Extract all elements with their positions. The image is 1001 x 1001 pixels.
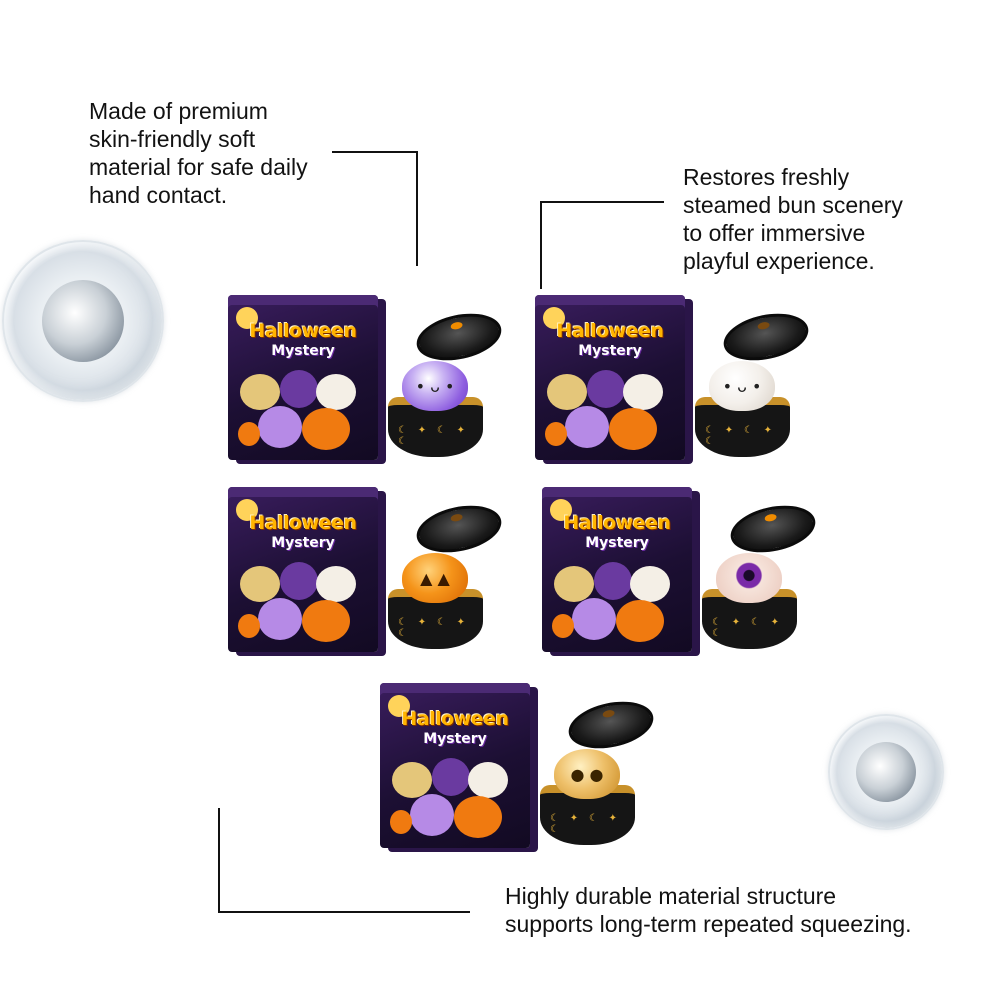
callout-line: steamed bun scenery xyxy=(683,192,903,218)
callout-line: Made of premium xyxy=(89,98,268,124)
box-title: Halloween xyxy=(249,320,357,342)
callout-line: skin-friendly soft xyxy=(89,126,256,152)
leader-line-horizontal xyxy=(218,911,470,913)
box-subtitle: Mystery xyxy=(578,343,642,359)
leader-line-vertical xyxy=(416,151,418,266)
mystery-box: Halloween Mystery xyxy=(228,295,378,460)
product-white-bun: Halloween Mystery • ᴗ • ☾ ✦ ☾ ✦ ☾ xyxy=(535,295,813,465)
steamer-lid-icon xyxy=(726,498,820,560)
box-title: Halloween xyxy=(563,512,671,534)
product-eyeball-bun: Halloween Mystery ☾ ✦ ☾ ✦ ☾ xyxy=(542,487,820,657)
callout-steamed-bun: Restores freshly steamed bun scenery to … xyxy=(683,163,903,275)
steamer-basket: ▲ ▲ ☾ ✦ ☾ ✦ ☾ xyxy=(388,553,483,649)
box-title: Halloween xyxy=(249,512,357,534)
callout-line: supports long-term repeated squeezing. xyxy=(505,911,912,937)
moon-icon xyxy=(388,695,410,717)
callout-line: hand contact. xyxy=(89,182,228,208)
steamer-lid-icon xyxy=(564,694,658,756)
callout-line: to offer immersive xyxy=(683,220,866,246)
glass-ball-icon xyxy=(828,714,944,830)
steamer-lid-icon xyxy=(412,498,506,560)
steamer-basket: ● ● ☾ ✦ ☾ ✦ ☾ xyxy=(540,749,635,845)
product-purple-bun: Halloween Mystery • ᴗ • ☾ ✦ ☾ ✦ ☾ xyxy=(228,295,506,465)
eyeball-bun-icon xyxy=(716,553,782,603)
purple-ghost-bun-icon: • ᴗ • xyxy=(402,361,468,411)
leader-line-horizontal xyxy=(540,201,664,203)
box-subtitle: Mystery xyxy=(271,535,335,551)
box-subtitle: Mystery xyxy=(585,535,649,551)
steamer-lid-icon xyxy=(719,306,813,368)
golden-skull-bun-icon: ● ● xyxy=(554,749,620,799)
leader-line-horizontal xyxy=(332,151,418,153)
box-subtitle: Mystery xyxy=(271,343,335,359)
bun-illustration xyxy=(550,562,690,647)
product-pumpkin-bun: Halloween Mystery ▲ ▲ ☾ ✦ ☾ ✦ ☾ xyxy=(228,487,506,657)
bun-illustration xyxy=(543,370,683,455)
moon-icon xyxy=(543,307,565,329)
mystery-box: Halloween Mystery xyxy=(228,487,378,652)
steamer-basket: • ᴗ • ☾ ✦ ☾ ✦ ☾ xyxy=(388,361,483,457)
white-ghost-bun-icon: • ᴗ • xyxy=(709,361,775,411)
steamer-basket: ☾ ✦ ☾ ✦ ☾ xyxy=(702,553,797,649)
bun-illustration xyxy=(388,758,528,843)
steamer-lid-icon xyxy=(412,306,506,368)
mystery-box: Halloween Mystery xyxy=(380,683,530,848)
bun-illustration xyxy=(236,562,376,647)
steamer-basket: • ᴗ • ☾ ✦ ☾ ✦ ☾ xyxy=(695,361,790,457)
callout-line: Highly durable material structure xyxy=(505,883,837,909)
mystery-box: Halloween Mystery xyxy=(542,487,692,652)
product-skull-bun: Halloween Mystery ● ● ☾ ✦ ☾ ✦ ☾ xyxy=(380,683,658,853)
box-subtitle: Mystery xyxy=(423,731,487,747)
callout-line: playful experience. xyxy=(683,248,875,274)
moon-icon xyxy=(236,499,258,521)
bun-illustration xyxy=(236,370,376,455)
callout-durable: Highly durable material structure suppor… xyxy=(505,882,912,938)
mystery-box: Halloween Mystery xyxy=(535,295,685,460)
orange-pumpkin-bun-icon: ▲ ▲ xyxy=(402,553,468,603)
callout-line: Restores freshly xyxy=(683,164,850,190)
box-title: Halloween xyxy=(401,708,509,730)
glass-ball-icon xyxy=(2,240,164,402)
leader-line-vertical xyxy=(218,808,220,913)
callout-soft-material: Made of premium skin-friendly soft mater… xyxy=(89,97,308,209)
callout-line: material for safe daily xyxy=(89,154,308,180)
leader-line-vertical xyxy=(540,201,542,289)
moon-icon xyxy=(236,307,258,329)
box-title: Halloween xyxy=(556,320,664,342)
moon-icon xyxy=(550,499,572,521)
